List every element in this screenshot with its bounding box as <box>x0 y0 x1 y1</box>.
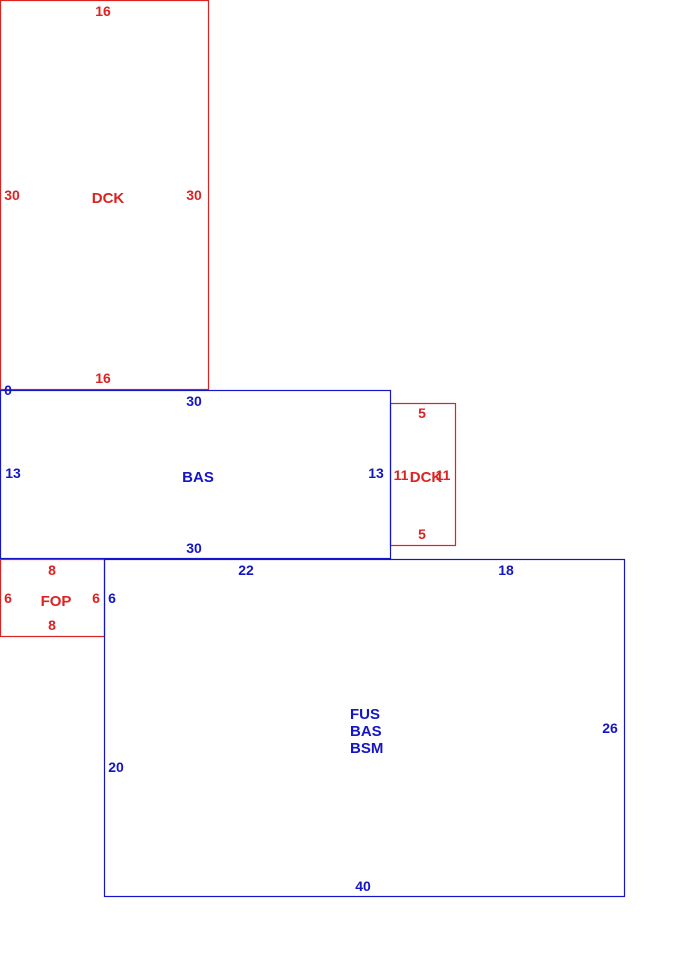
dck-right-dim-bottom: 5 <box>418 526 426 542</box>
fop-dim-left: 6 <box>4 590 12 606</box>
bas-dim-bottom: 30 <box>186 540 202 556</box>
main-dim-top-right: 18 <box>498 562 514 578</box>
dck-right-dim-right: 11 <box>436 467 451 483</box>
main-label-fus: FUS <box>350 706 380 723</box>
dck-right-label: DCK <box>410 469 443 486</box>
main-dim-left-lower: 20 <box>108 759 124 775</box>
main-outline <box>103 558 626 898</box>
dck-top-dim-left: 30 <box>4 187 20 203</box>
fop-dim-right: 6 <box>92 590 100 606</box>
dck-top-dim-right: 30 <box>186 187 202 203</box>
fop-dim-top: 8 <box>48 562 56 578</box>
bas-dim-left: 13 <box>5 465 21 481</box>
origin-label: 0 <box>4 382 12 398</box>
main-area: FUS BAS BSM 22 18 6 20 26 40 <box>103 558 626 898</box>
bas-outline <box>0 389 392 560</box>
dck-top-outline <box>0 0 210 391</box>
dck-right-area: DCK 5 5 11 11 <box>389 402 457 547</box>
dck-top-label: DCK <box>92 190 125 207</box>
dck-right-dim-left: 11 <box>394 467 409 483</box>
bas-label: BAS <box>182 469 214 486</box>
main-label-bas: BAS <box>350 723 382 740</box>
dck-top-area: DCK 16 16 30 30 <box>0 0 210 391</box>
dck-right-dim-top: 5 <box>418 405 426 421</box>
main-dim-right: 26 <box>602 720 618 736</box>
bas-area: BAS 0 30 30 13 13 <box>0 382 392 560</box>
fop-area: FOP 8 8 6 6 <box>0 558 106 638</box>
bas-dim-right: 13 <box>368 465 384 481</box>
main-dim-top-left: 22 <box>238 562 254 578</box>
fop-label: FOP <box>41 593 72 610</box>
main-label-bsm: BSM <box>350 740 383 757</box>
dck-top-dim-bottom: 16 <box>95 370 111 386</box>
bas-dim-top: 30 <box>186 393 202 409</box>
main-dim-left-upper: 6 <box>108 590 116 606</box>
dck-top-dim-top: 16 <box>95 3 111 19</box>
fop-dim-bottom: 8 <box>48 617 56 633</box>
main-dim-bottom: 40 <box>355 878 371 894</box>
